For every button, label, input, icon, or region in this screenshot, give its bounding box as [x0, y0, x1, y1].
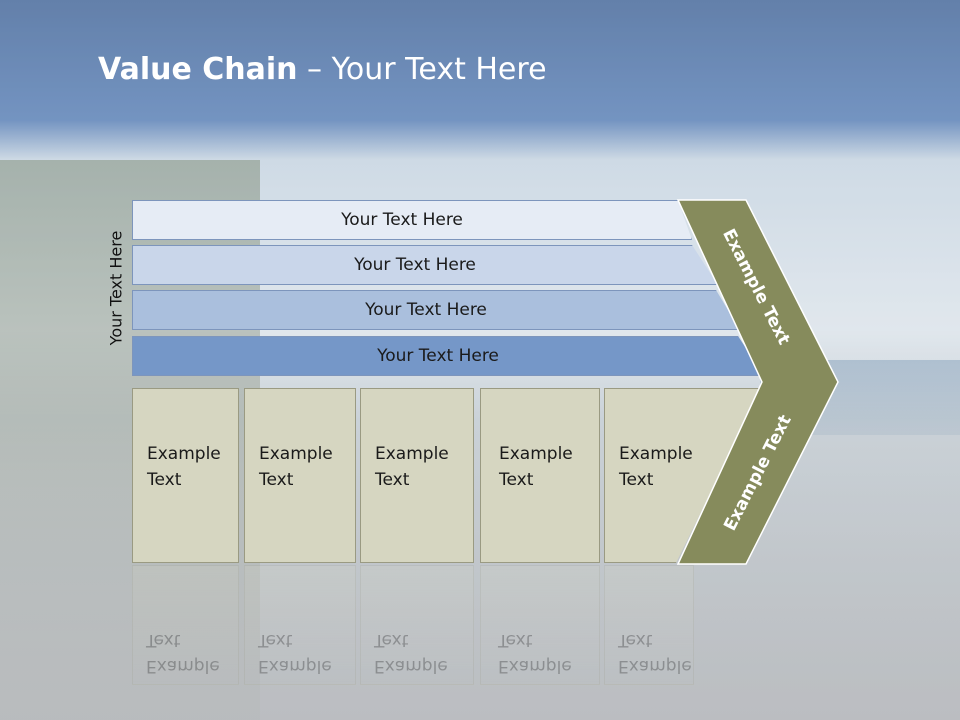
primary-cell-2-line2: Text [259, 470, 294, 490]
primary-cell-1-line1: Example [147, 444, 221, 464]
slide-title-rest: – Your Text Here [297, 52, 547, 87]
primary-cell-4-line2: Text [499, 470, 534, 490]
margin-chevron-shape [676, 199, 839, 565]
support-row-2[interactable]: Your Text Here [132, 245, 718, 285]
slide-title-bold: Value Chain [98, 52, 298, 87]
support-row-1[interactable]: Your Text Here [132, 200, 692, 240]
primary-cell-2[interactable]: Example Text [244, 388, 356, 563]
primary-cell-3-line1: Example [375, 444, 449, 464]
support-row-2-label: Your Text Here [354, 255, 476, 275]
support-row-3-label: Your Text Here [365, 300, 487, 320]
support-row-3[interactable]: Your Text Here [132, 290, 740, 330]
slide-title: Value Chain – Your Text Here [98, 52, 547, 87]
primary-cell-3-line2: Text [375, 470, 410, 490]
primary-cell-1-line2: Text [147, 470, 182, 490]
primary-cell-4-line1: Example [499, 444, 573, 464]
primary-cell-5-line2: Text [619, 470, 654, 490]
support-row-4-label: Your Text Here [377, 346, 499, 366]
primary-cell-1[interactable]: Example Text [132, 388, 239, 563]
primary-cell-3[interactable]: Example Text [360, 388, 474, 563]
primary-cell-4[interactable]: Example Text [480, 388, 600, 563]
primary-cell-5-line1: Example [619, 444, 693, 464]
support-row-1-label: Your Text Here [341, 210, 463, 230]
support-row-4[interactable]: Your Text Here [132, 336, 764, 376]
primary-cell-2-line1: Example [259, 444, 333, 464]
